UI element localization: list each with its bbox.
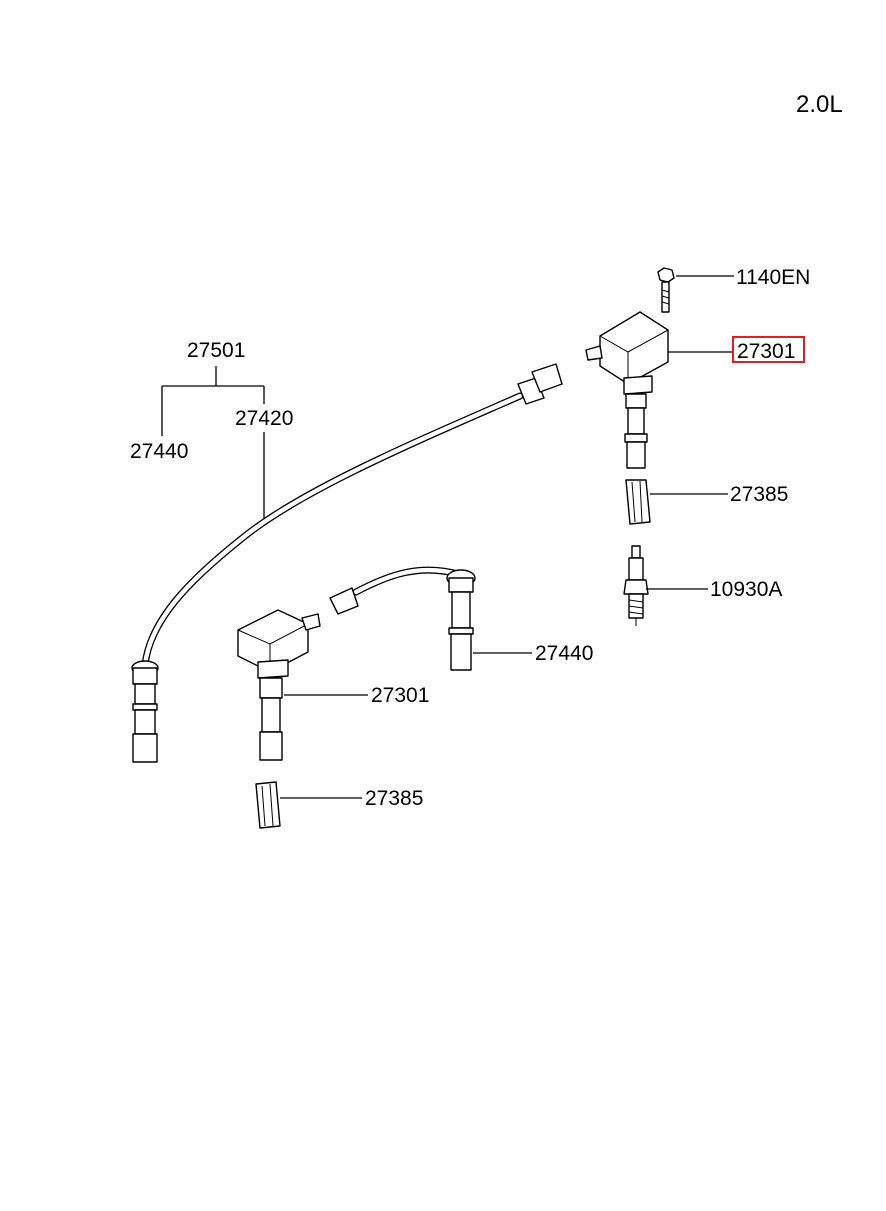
ignition-coil-right[interactable] bbox=[585, 311, 669, 469]
label-cable-short-left[interactable]: 27440 bbox=[130, 440, 188, 463]
highlight-box bbox=[732, 336, 805, 363]
label-boot-left[interactable]: 27385 bbox=[365, 787, 423, 810]
boot-right[interactable] bbox=[625, 479, 651, 525]
bracket-cable-set bbox=[161, 366, 265, 436]
ignition-coil-left[interactable] bbox=[237, 609, 321, 761]
cable-short[interactable] bbox=[329, 566, 476, 671]
cable-long[interactable] bbox=[131, 363, 563, 763]
label-bolt[interactable]: 1140EN bbox=[736, 266, 810, 289]
engine-label: 2.0L bbox=[796, 91, 843, 118]
label-coil-right[interactable]: 27301 bbox=[737, 340, 795, 363]
boot-left[interactable] bbox=[255, 781, 281, 829]
label-coil-left[interactable]: 27301 bbox=[371, 684, 429, 707]
spark-plug[interactable] bbox=[623, 545, 649, 626]
label-cable-set[interactable]: 27501 bbox=[187, 339, 245, 362]
label-spark-plug[interactable]: 10930A bbox=[710, 578, 782, 601]
bolt-part[interactable] bbox=[657, 267, 675, 313]
label-cable-long[interactable]: 27420 bbox=[235, 407, 293, 430]
label-cable-short[interactable]: 27440 bbox=[535, 642, 593, 665]
label-boot-right[interactable]: 27385 bbox=[730, 483, 788, 506]
